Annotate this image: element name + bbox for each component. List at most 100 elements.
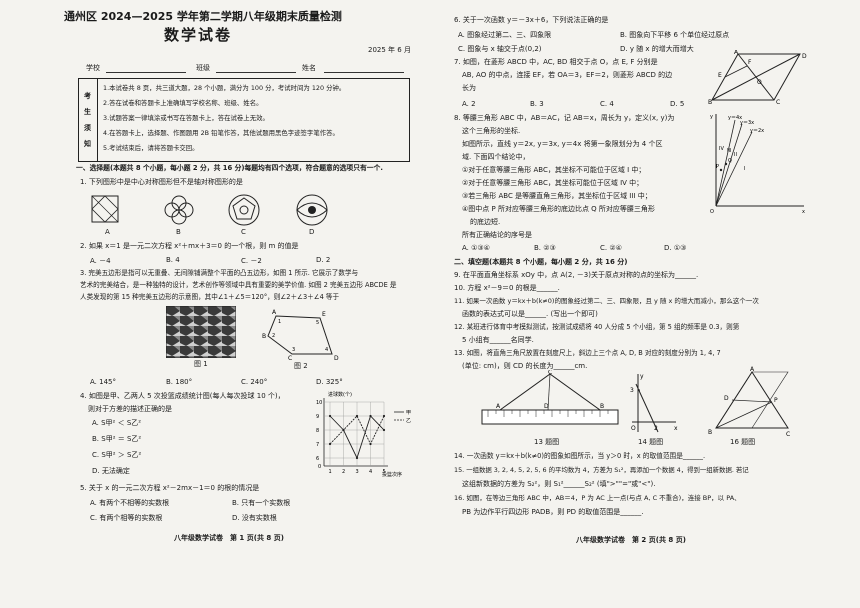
label-c: C [786,431,790,438]
q3-fig1-caption: 图 1 [194,360,208,368]
line-label: y＝3x [740,120,754,126]
q3-option: A. 145° [90,378,116,386]
data-point [355,414,359,418]
q3-option: D. 325° [316,378,343,386]
q1-shape-d [296,194,328,226]
q8-option: B. ②③ [534,244,556,252]
fig16-caption: 16 题图 [730,438,756,446]
data-point [328,442,332,446]
q8-option: C. ②④ [600,244,622,252]
q4-option: C. S甲² ＞ S乙² [92,451,142,459]
question-1: 1. 下列图形中是中心对称图形但不是轴对称图形的是 [80,178,243,186]
q8-option: D. ①③ [664,244,687,252]
question-5: 5. 关于 x 的一元二次方程 x²－2mx－1＝0 的根的情况是 [80,484,260,492]
notice-line: 2.答在试卷和答题卡上准确填写学校名称、班级、姓名。 [103,99,263,107]
x-tick-label: 3 [356,469,359,475]
question-8-line: 如图所示，直线 y＝2x, y＝3x, y＝4x 将第一象限划分为 4 个区 [462,140,663,148]
label-c: C [548,370,552,376]
q6-option: B. 图象向下平移 6 个单位经过原点 [620,31,730,39]
label-b: B [600,403,604,410]
y-tick-label: 0 [318,464,321,470]
section-1-heading: 一、选择题(本题共 8 个小题，每小题 2 分，共 16 分)每题均有四个选项，… [76,164,383,172]
question-4-line: 4. 如图是甲、乙两人 5 次投篮成绩统计图(每人每次投球 10 个)， [80,392,285,400]
label-f: F [748,59,752,66]
line-label: y＝4x [728,115,742,121]
q2-option: C. －2 [241,257,262,265]
point-label: Q [728,158,732,164]
q1-option: A [105,228,110,236]
q1-shape-b [164,195,194,225]
y-tick-label: 6 [316,456,319,462]
class-label: 班级 [196,64,210,72]
q7-option: B. 3 [530,100,544,108]
q1-option: B [176,228,181,236]
angle-label: 4 [325,347,328,353]
label-d: D [544,403,549,410]
root-label: 2 [654,425,658,432]
data-point [382,428,386,432]
question-3-line: 3. 完美五边形是指可以无重叠、无间隙铺满整个平面的凸五边形，如图 1 所示. … [80,269,359,277]
question-16-line: PB 为边作平行四边形 PADB，则 PD 的取值范围是______. [462,508,644,516]
q8-region-graph: y＝4x y＝3x y＝2x IV III II I P Q O x y [710,114,805,214]
question-7-line: 长为 [462,84,476,92]
notice-head-char: 须 [84,124,91,132]
q14-line-figure: 3 O 2 x y [630,373,678,433]
notice-head: 考 生 须 知 [79,79,98,161]
q6-option: C. 图象与 x 轴交于点(0,2) [458,45,542,53]
y-tick-label: 9 [316,414,319,420]
q7-option: C. 4 [600,100,614,108]
question-7-line: AB, AO 的中点，连接 EF，若 OA＝3，EF＝2，则菱形 ABCD 的边 [462,71,673,79]
q6-option: D. y 随 x 的增大而增大 [620,45,694,53]
q5-option: A. 有两个不相等的实数根 [90,499,170,507]
y-tick-label: 10 [316,400,322,406]
question-3-line: 人类发现的第 15 种完美五边形的示意图，其中∠1＋∠5＝120°，则∠2＋∠3… [80,293,340,301]
label-d: D [724,395,729,402]
label-b: B [708,99,712,104]
q8-statement: ④图中点 P 所对应等腰三角形的底边比点 Q 所对应等腰三角形 [462,205,655,213]
question-12-line: 5 小组有______名同学. [462,336,534,344]
exam-page-1: 通州区 2024—2025 学年第二学期八年级期末质量检测 数学试卷 2025 … [6,6,416,602]
q1-option: C [241,228,246,236]
q8-statement: ①对于任意等腰三角形 ABC，其坐标不可能位于区域 I 中； [462,166,646,174]
question-8-line: 域. 下面四个结论中， [462,153,530,161]
question-9: 9. 在平面直角坐标系 xOy 中，点 A(2, －3)关于原点对称的点的坐标为… [454,271,699,279]
q3-fig2-caption: 图 2 [294,362,308,370]
chart-ylabel: 进球数(个) [328,391,352,398]
exam-page-2: 6. 关于一次函数 y＝－3x＋6，下列说法正确的是 A. 图象经过第二、三、四… [440,6,850,602]
region-label: III [727,148,731,154]
question-10: 10. 方程 x²－9＝0 的根是______. [454,284,560,292]
data-point [369,442,372,446]
question-15-line: 15. 一组数据 3, 2, 4, 5, 2, 5, 6 的平均数为 4，方差为… [454,466,749,474]
notice-head-char: 知 [84,140,91,148]
notice-box: 考 生 须 知 1.本试卷共 8 页，共三道大题，28 个小题，满分为 100 … [78,78,410,162]
label-e: E [718,72,722,79]
question-8-line: 这个三角形的坐标. [462,127,521,135]
notice-head-char: 考 [84,92,91,100]
q5-option: B. 只有一个实数根 [232,499,291,507]
q1-shape-a [91,195,119,223]
page-footer: 八年级数学试卷 第 1 页(共 8 页) [174,534,284,542]
series-line-1 [329,415,385,446]
chart-series [328,414,386,460]
label-a: A [496,403,501,410]
q1-shapes [91,194,328,226]
q1-shape-c [228,194,260,226]
question-15-line: 这组新数据的方差为 S₂²，则 S₁²______S₂² (填">""="或"<… [462,480,656,488]
q8-option: A. ①③④ [462,244,490,252]
question-3-line: 艺术的完美结合，是一种独特的设计，艺术创作等领域中具有重要的美学价值. 如图 2… [80,281,397,289]
label-d: D [802,53,807,60]
x-tick-label: 5 [383,469,386,475]
angle-label: 3 [292,347,295,353]
label-c: C [288,355,292,360]
label-a: A [734,50,739,56]
origin-label: O [710,209,714,214]
label-b: B [262,333,266,340]
subject-title: 数学试卷 [164,26,233,44]
label-p: P [774,397,778,404]
q8-statement: ②对于任意等腰三角形 ABC，其坐标可能位于区域 IV 中； [462,179,644,187]
region-label: I [744,166,745,172]
question-13-line: 13. 如图，将直角三角尺放置在刻度尺上，斜边上三个点 A, D, B 对应的刻… [454,349,721,357]
fig14-caption: 14 题图 [638,438,664,446]
x-tick-label: 2 [342,469,345,475]
